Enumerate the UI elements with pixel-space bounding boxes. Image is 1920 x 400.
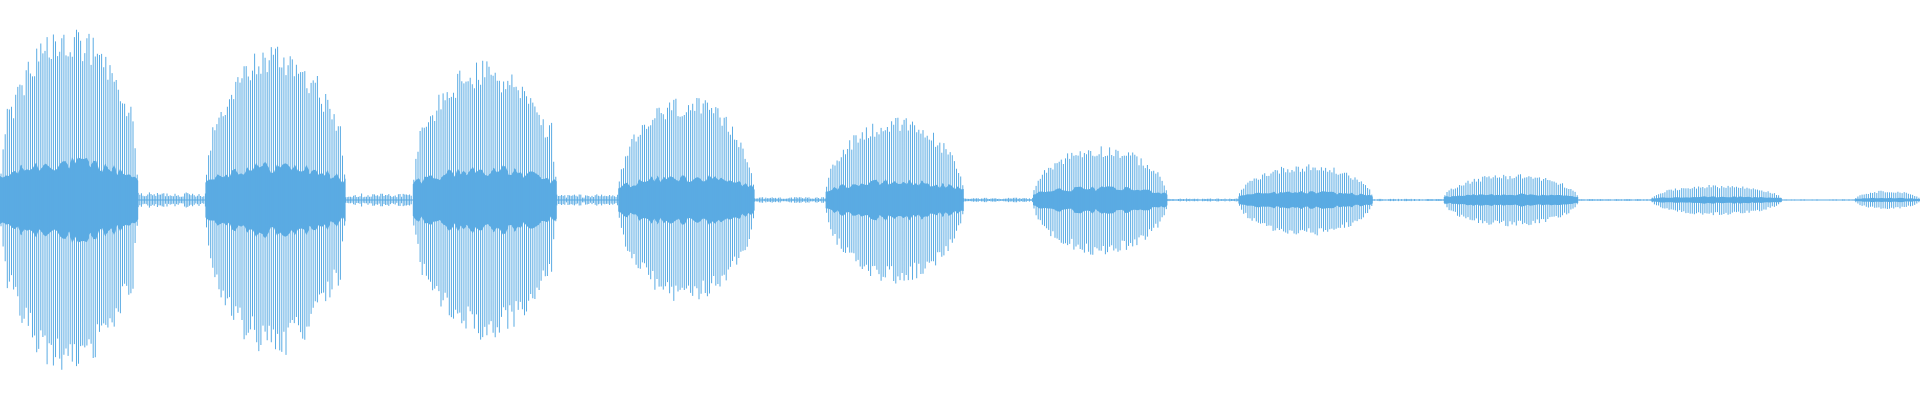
waveform-burst-8: [1443, 174, 1651, 227]
waveform-burst-1: [0, 29, 206, 370]
burst-oscillation-10: [1855, 190, 1920, 209]
burst-oscillation-3: [413, 60, 557, 340]
gap-noise-5: [963, 197, 1034, 203]
waveform-layer: [0, 29, 1920, 370]
burst-core-6: [1033, 186, 1168, 214]
gap-noise-4: [754, 197, 826, 203]
gap-noise-7: [1372, 198, 1444, 202]
waveform-burst-9: [1651, 185, 1855, 216]
gap-noise-8: [1577, 199, 1651, 201]
gap-noise-1: [137, 192, 206, 208]
burst-oscillation-4: [618, 98, 754, 301]
waveform-burst-7: [1238, 164, 1444, 236]
burst-oscillation-2: [206, 46, 346, 355]
waveform-burst-10: [1854, 190, 1920, 209]
burst-core-8: [1443, 193, 1579, 207]
gap-noise-2: [345, 193, 412, 207]
burst-core-1: [0, 156, 139, 244]
waveform-burst-4: [618, 98, 826, 301]
burst-oscillation-6: [1033, 146, 1167, 255]
burst-oscillation-9: [1651, 185, 1782, 216]
waveform-burst-6: [1033, 146, 1239, 255]
gap-noise-6: [1166, 198, 1239, 202]
burst-core-7: [1238, 191, 1373, 209]
gap-noise-9: [1781, 199, 1855, 201]
burst-core-5: [825, 179, 964, 221]
waveform-burst-2: [205, 46, 412, 355]
burst-oscillation-5: [826, 117, 964, 284]
waveform-burst-3: [412, 60, 619, 340]
waveform-burst-5: [825, 117, 1034, 284]
burst-oscillation-7: [1239, 164, 1373, 236]
gap-noise-3: [556, 194, 619, 206]
burst-oscillation-1: [0, 29, 138, 370]
burst-oscillation-8: [1444, 174, 1578, 227]
